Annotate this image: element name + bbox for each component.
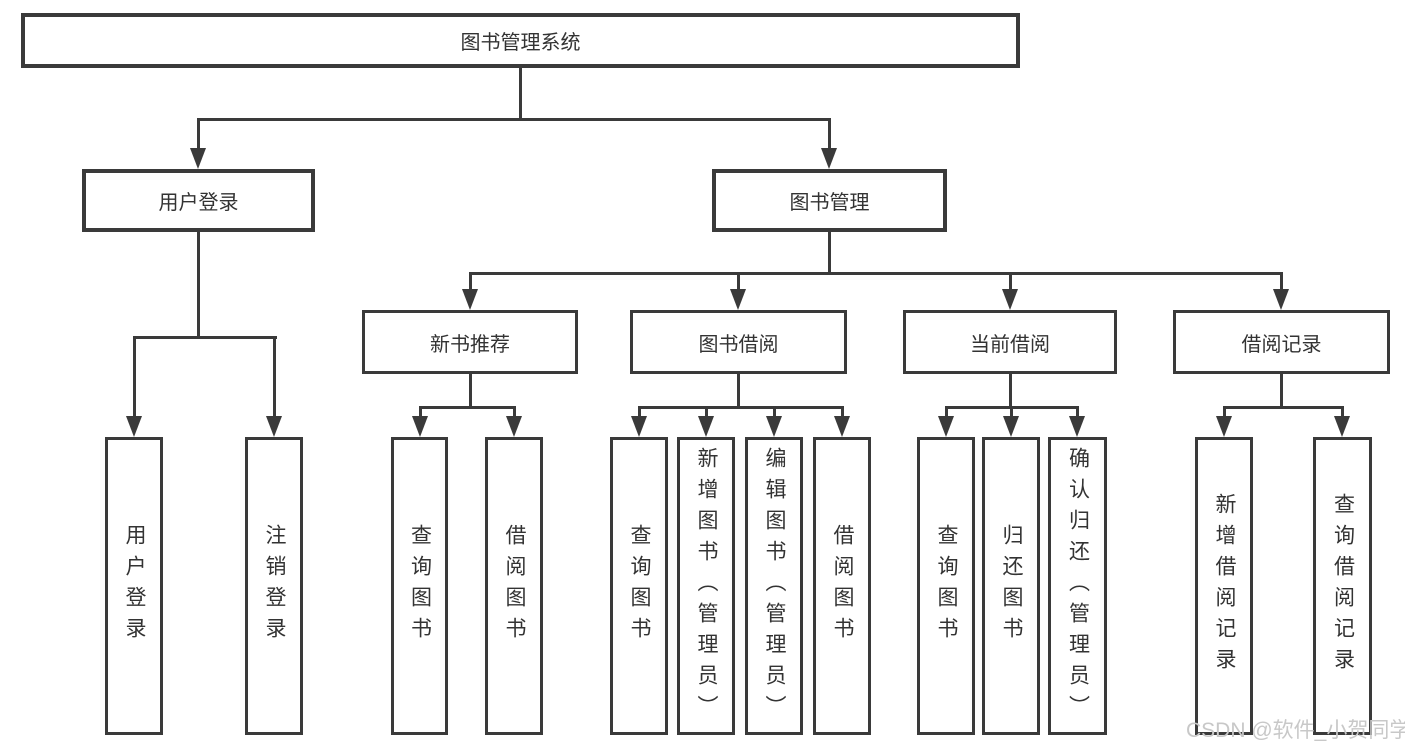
connector-line [638,406,844,409]
leaf-query-books-borrowing-label: 查询图书 [628,524,651,648]
connector-line [737,374,740,409]
arrowhead-down-icon [834,416,850,437]
leaf-query-books-recommend-label: 查询图书 [408,524,432,648]
node-current-borrowing: 当前借阅 [903,310,1117,374]
arrowhead-down-icon [266,416,282,437]
leaf-query-books-borrowing: 查询图书 [610,437,668,735]
connector-line [1010,406,1013,420]
node-current-borrowing-label: 当前借阅 [970,333,1050,356]
connector-line [197,118,200,151]
arrowhead-down-icon [730,289,746,310]
node-borrowing-records-label: 借阅记录 [1241,333,1322,356]
leaf-logout: 注销登录 [245,437,303,735]
connector-line [419,406,422,420]
leaf-add-book-admin-label: 新增图书（管理员） [695,446,718,726]
node-user-login: 用户登录 [82,169,315,232]
leaf-query-borrow-record: 查询借阅记录 [1313,437,1372,735]
node-root: 图书管理系统 [21,13,1020,68]
node-borrowing-records: 借阅记录 [1173,310,1390,374]
connector-line [1280,374,1283,409]
connector-line [519,68,522,120]
node-book-borrowing-label: 图书借阅 [698,333,779,356]
leaf-add-borrow-record-label: 新增借阅记录 [1213,493,1236,679]
leaf-user-login: 用户登录 [105,437,163,735]
leaf-logout-label: 注销登录 [263,524,286,648]
node-book-management: 图书管理 [712,169,947,232]
connector-line [197,118,831,121]
node-root-label: 图书管理系统 [460,32,581,54]
leaf-query-books-current: 查询图书 [917,437,975,735]
leaf-user-login-label: 用户登录 [123,524,146,648]
arrowhead-down-icon [190,148,206,169]
arrowhead-down-icon [1003,416,1019,437]
node-new-book-recommend: 新书推荐 [362,310,578,374]
arrowhead-down-icon [462,289,478,310]
leaf-borrow-books-borrowing-label: 借阅图书 [831,524,854,648]
connector-line [737,272,740,291]
arrowhead-down-icon [506,416,522,437]
leaf-confirm-return-admin: 确认归还（管理员） [1048,437,1107,735]
connector-line [1009,272,1012,291]
arrowhead-down-icon [1069,416,1085,437]
connector-line [773,406,776,420]
leaf-query-borrow-record-label: 查询借阅记录 [1331,493,1355,679]
arrowhead-down-icon [1273,289,1289,310]
connector-line [197,232,200,339]
leaf-return-books-label: 归还图书 [1000,524,1023,648]
connector-line [273,336,276,418]
connector-line [828,118,831,151]
leaf-query-books-recommend: 查询图书 [391,437,448,735]
leaf-borrow-books-borrowing: 借阅图书 [813,437,871,735]
leaf-return-books: 归还图书 [982,437,1040,735]
node-book-borrowing: 图书借阅 [630,310,847,374]
connector-line [638,406,641,420]
node-new-book-recommend-label: 新书推荐 [430,333,510,356]
node-book-management-label: 图书管理 [789,192,870,214]
leaf-borrow-books-recommend: 借阅图书 [485,437,543,735]
arrowhead-down-icon [1334,416,1350,437]
connector-line [469,272,1283,275]
leaf-query-books-current-label: 查询图书 [935,524,958,648]
arrowhead-down-icon [698,416,714,437]
connector-line [1280,272,1283,291]
connector-line [828,232,831,275]
arrowhead-down-icon [1216,416,1232,437]
connector-line [705,406,708,420]
connector-line [1076,406,1079,420]
connector-line [945,406,948,420]
arrowhead-down-icon [631,416,647,437]
connector-line [1223,406,1344,409]
node-user-login-label: 用户登录 [158,192,239,214]
arrowhead-down-icon [126,416,142,437]
connector-line [469,272,472,291]
connector-line [841,406,844,420]
connector-line [1341,406,1344,420]
connector-line [133,336,277,339]
leaf-edit-book-admin: 编辑图书（管理员） [745,437,803,735]
connector-line [469,374,472,409]
leaf-edit-book-admin-label: 编辑图书（管理员） [763,446,786,726]
connector-line [513,406,516,420]
arrowhead-down-icon [821,148,837,169]
connector-line [1223,406,1226,420]
arrowhead-down-icon [766,416,782,437]
connector-line [419,406,516,409]
arrowhead-down-icon [412,416,428,437]
leaf-add-borrow-record: 新增借阅记录 [1195,437,1253,735]
leaf-confirm-return-admin-label: 确认归还（管理员） [1066,446,1090,726]
arrowhead-down-icon [938,416,954,437]
leaf-borrow-books-recommend-label: 借阅图书 [503,524,526,648]
watermark: CSDN @软件_小贺同学 [1186,719,1405,742]
leaf-add-book-admin: 新增图书（管理员） [677,437,735,735]
arrowhead-down-icon [1002,289,1018,310]
connector-line [133,336,136,418]
connector-line [1009,374,1012,409]
